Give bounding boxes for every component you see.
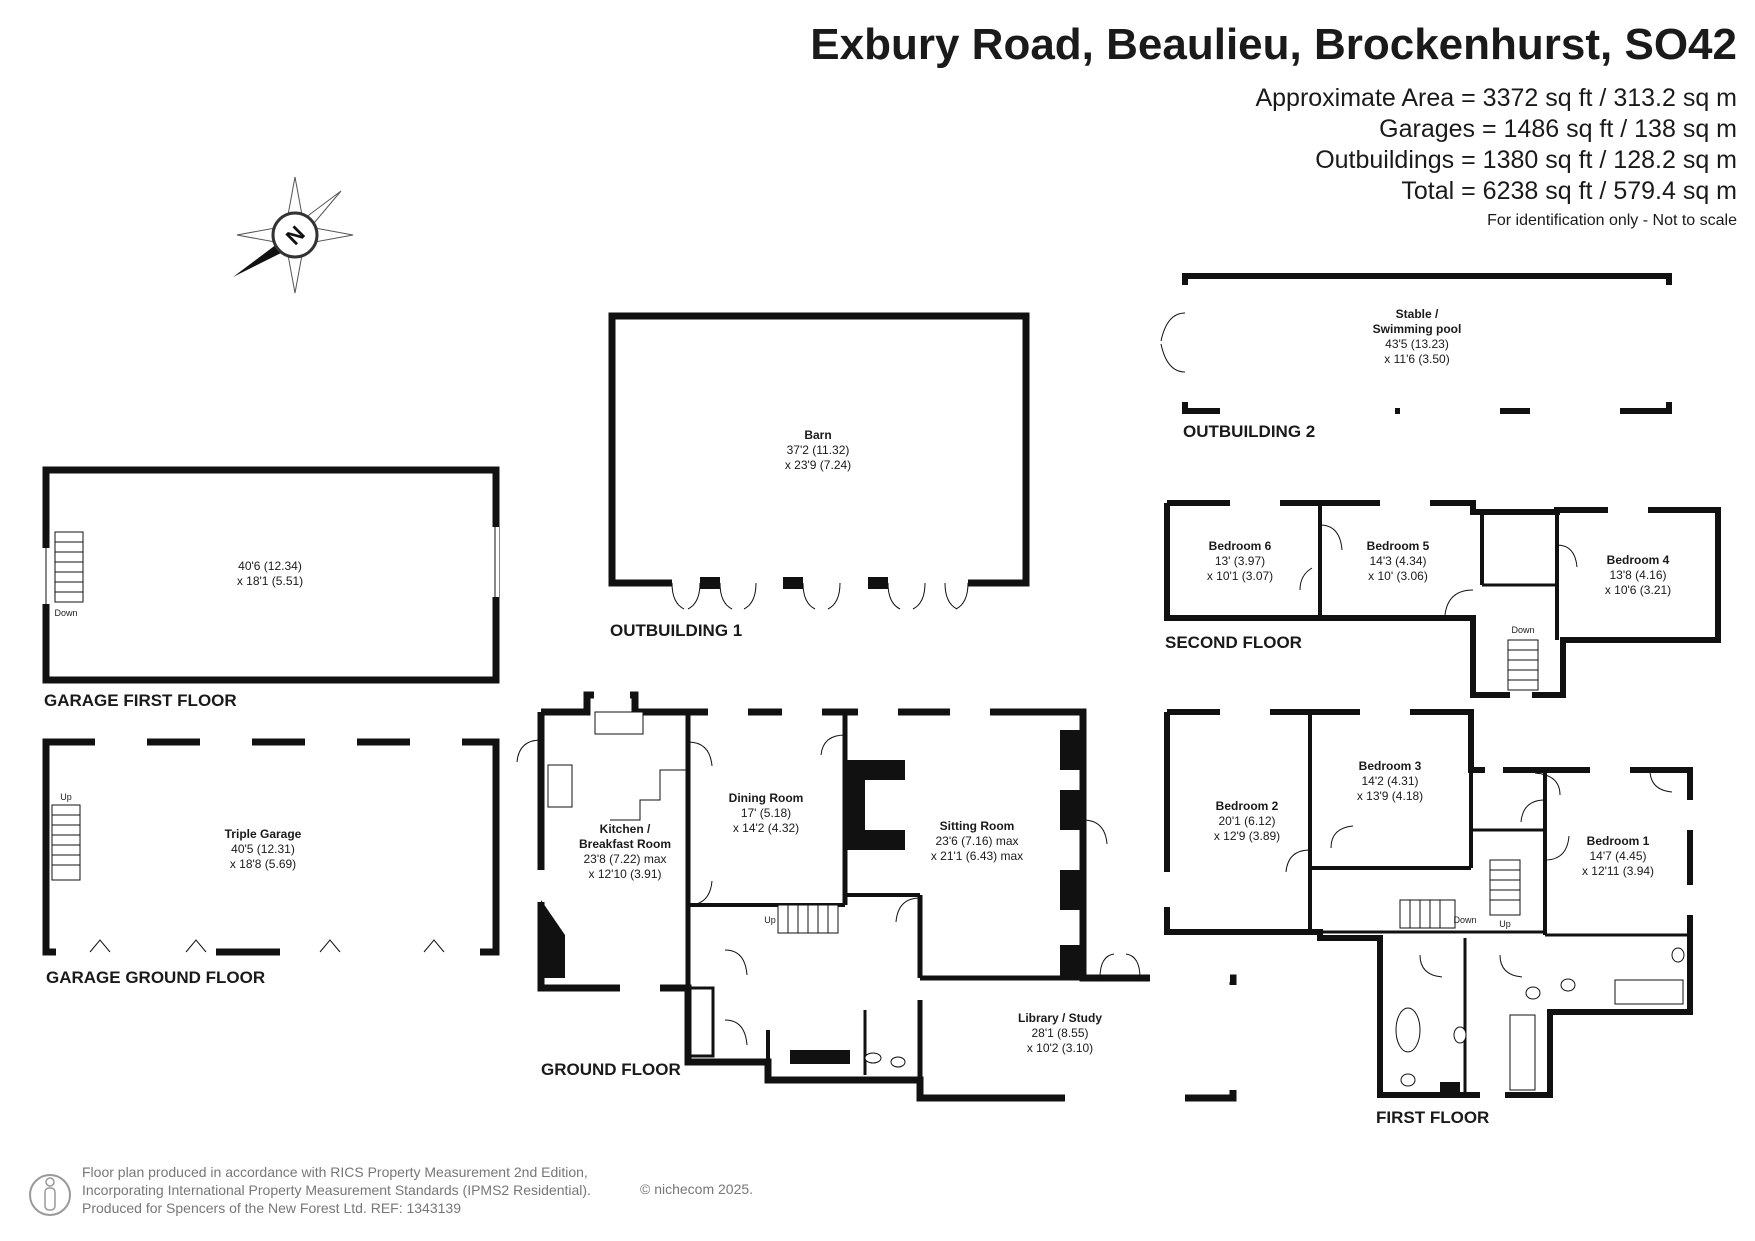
approx-area: Approximate Area = 3372 sq ft / 313.2 sq…	[1255, 84, 1737, 112]
room-dim: 40'6 (12.34)	[238, 559, 302, 573]
garage-ground-floor: Up Triple Garage 40'5 (12.31) x 18'8 (5.…	[42, 738, 500, 987]
stair	[777, 904, 839, 934]
room-dim: 43'5 (13.23)	[1385, 337, 1449, 351]
floor-label: GARAGE GROUND FLOOR	[46, 968, 265, 987]
room-name: Bedroom 5	[1367, 539, 1430, 553]
footer-line: Produced for Spencers of the New Forest …	[82, 1200, 461, 1216]
stair-label: Up	[764, 915, 776, 925]
outbuildings-area: Outbuildings = 1380 sq ft / 128.2 sq m	[1315, 146, 1737, 174]
total-area: Total = 6238 sq ft / 579.4 sq m	[1401, 177, 1737, 205]
stair-label: Up	[1499, 919, 1511, 929]
stair-label: Down	[54, 608, 77, 618]
person-scale-icon	[29, 1174, 71, 1216]
room-name: Bedroom 4	[1607, 553, 1670, 567]
area-summary: Approximate Area = 3372 sq ft / 313.2 sq…	[1255, 83, 1737, 207]
floor-label: OUTBUILDING 2	[1183, 422, 1315, 441]
room-dim: 17' (5.18)	[741, 806, 791, 820]
room-dim: x 11'6 (3.50)	[1384, 352, 1449, 366]
floor-label: SECOND FLOOR	[1165, 633, 1302, 652]
room-name: Bedroom 3	[1359, 759, 1422, 773]
room-dim: 20'1 (6.12)	[1219, 814, 1276, 828]
room-dim: 14'7 (4.45)	[1590, 849, 1647, 863]
stair-label: Down	[1453, 915, 1476, 925]
stair	[51, 804, 81, 881]
floor-label: GROUND FLOOR	[541, 1060, 681, 1079]
floor-label: FIRST FLOOR	[1376, 1108, 1489, 1127]
room-dim: x 12'11 (3.94)	[1582, 864, 1654, 878]
room-dim: x 18'1 (5.51)	[237, 574, 303, 588]
stair-label: Down	[1511, 625, 1534, 635]
scale-note: For identification only - Not to scale	[1487, 212, 1737, 229]
room-name: Kitchen /	[600, 822, 651, 836]
room-dim: 23'6 (7.16) max	[936, 834, 1019, 848]
room-dim: 14'2 (4.31)	[1362, 774, 1419, 788]
room-dim: x 10'6 (3.21)	[1605, 583, 1671, 597]
footer-line: Incorporating International Property Mea…	[82, 1182, 591, 1198]
room-dim: x 18'8 (5.69)	[230, 857, 296, 871]
room-name: Library / Study	[1018, 1011, 1102, 1025]
room-name: Bedroom 2	[1216, 799, 1279, 813]
stair	[54, 531, 84, 603]
room-dim: x 23'9 (7.24)	[785, 458, 851, 472]
room-name: Barn	[804, 428, 831, 442]
room-name: Dining Room	[729, 791, 804, 805]
room-name: Bedroom 6	[1209, 539, 1272, 553]
room-dim: 14'3 (4.34)	[1370, 554, 1427, 568]
room-name: Swimming pool	[1373, 322, 1462, 336]
room-dim: 40'5 (12.31)	[231, 842, 295, 856]
room-dim: x 10'1 (3.07)	[1207, 569, 1273, 583]
room-name: Bedroom 1	[1587, 834, 1650, 848]
room-dim: x 21'1 (6.43) max	[931, 849, 1023, 863]
second-floor: Down Bedroom 6 13' (3.97) x 10'1 (3.07) …	[1164, 499, 1721, 699]
room-name: Triple Garage	[225, 827, 302, 841]
room-name: Sitting Room	[940, 819, 1015, 833]
room-dim: 13'8 (4.16)	[1610, 568, 1667, 582]
page-title: Exbury Road, Beaulieu, Brockenhurst, SO4…	[810, 20, 1737, 69]
floor-label: OUTBUILDING 1	[610, 621, 742, 640]
room-dim: 37'2 (11.32)	[787, 443, 850, 457]
room-dim: x 12'10 (3.91)	[588, 867, 661, 881]
stair	[1507, 639, 1539, 691]
ground-floor: Up Kitchen / Breakfast Room 23'8 (7.22) …	[516, 691, 1237, 1102]
room-dim: 13' (3.97)	[1215, 554, 1265, 568]
room-dim: x 14'2 (4.32)	[733, 821, 799, 835]
room-dim: x 13'9 (4.18)	[1357, 789, 1423, 803]
stair	[1489, 859, 1521, 916]
stair	[1399, 899, 1456, 929]
footer-notes: Floor plan produced in accordance with R…	[82, 1163, 591, 1217]
compass-rose-icon: N	[233, 176, 354, 294]
garages-area: Garages = 1486 sq ft / 138 sq m	[1379, 115, 1737, 143]
copyright: © nichecom 2025.	[640, 1181, 754, 1197]
footer-line: Floor plan produced in accordance with R…	[82, 1164, 588, 1180]
stair-label: Up	[60, 792, 72, 802]
first-floor: Down Up Bedroom 2 20'1 (6.12) x 12'9 (3.…	[1163, 708, 1694, 1127]
room-dim: x 12'9 (3.89)	[1214, 829, 1280, 843]
outbuilding-2: Stable / Swimming pool 43'5 (13.23) x 11…	[1160, 273, 1673, 441]
room-dim: 28'1 (8.55)	[1032, 1026, 1089, 1040]
room-name: Stable /	[1396, 307, 1439, 321]
garage-first-floor: Down 40'6 (12.34) x 18'1 (5.51) GARAGE F…	[42, 466, 500, 710]
room-dim: x 10'2 (3.10)	[1027, 1041, 1093, 1055]
room-dim: 23'8 (7.22) max	[584, 852, 667, 866]
room-name: Breakfast Room	[579, 837, 671, 851]
outbuilding-1: Barn 37'2 (11.32) x 23'9 (7.24) OUTBUILD…	[608, 312, 1030, 640]
floor-label: GARAGE FIRST FLOOR	[44, 691, 237, 710]
room-dim: x 10' (3.06)	[1368, 569, 1428, 583]
